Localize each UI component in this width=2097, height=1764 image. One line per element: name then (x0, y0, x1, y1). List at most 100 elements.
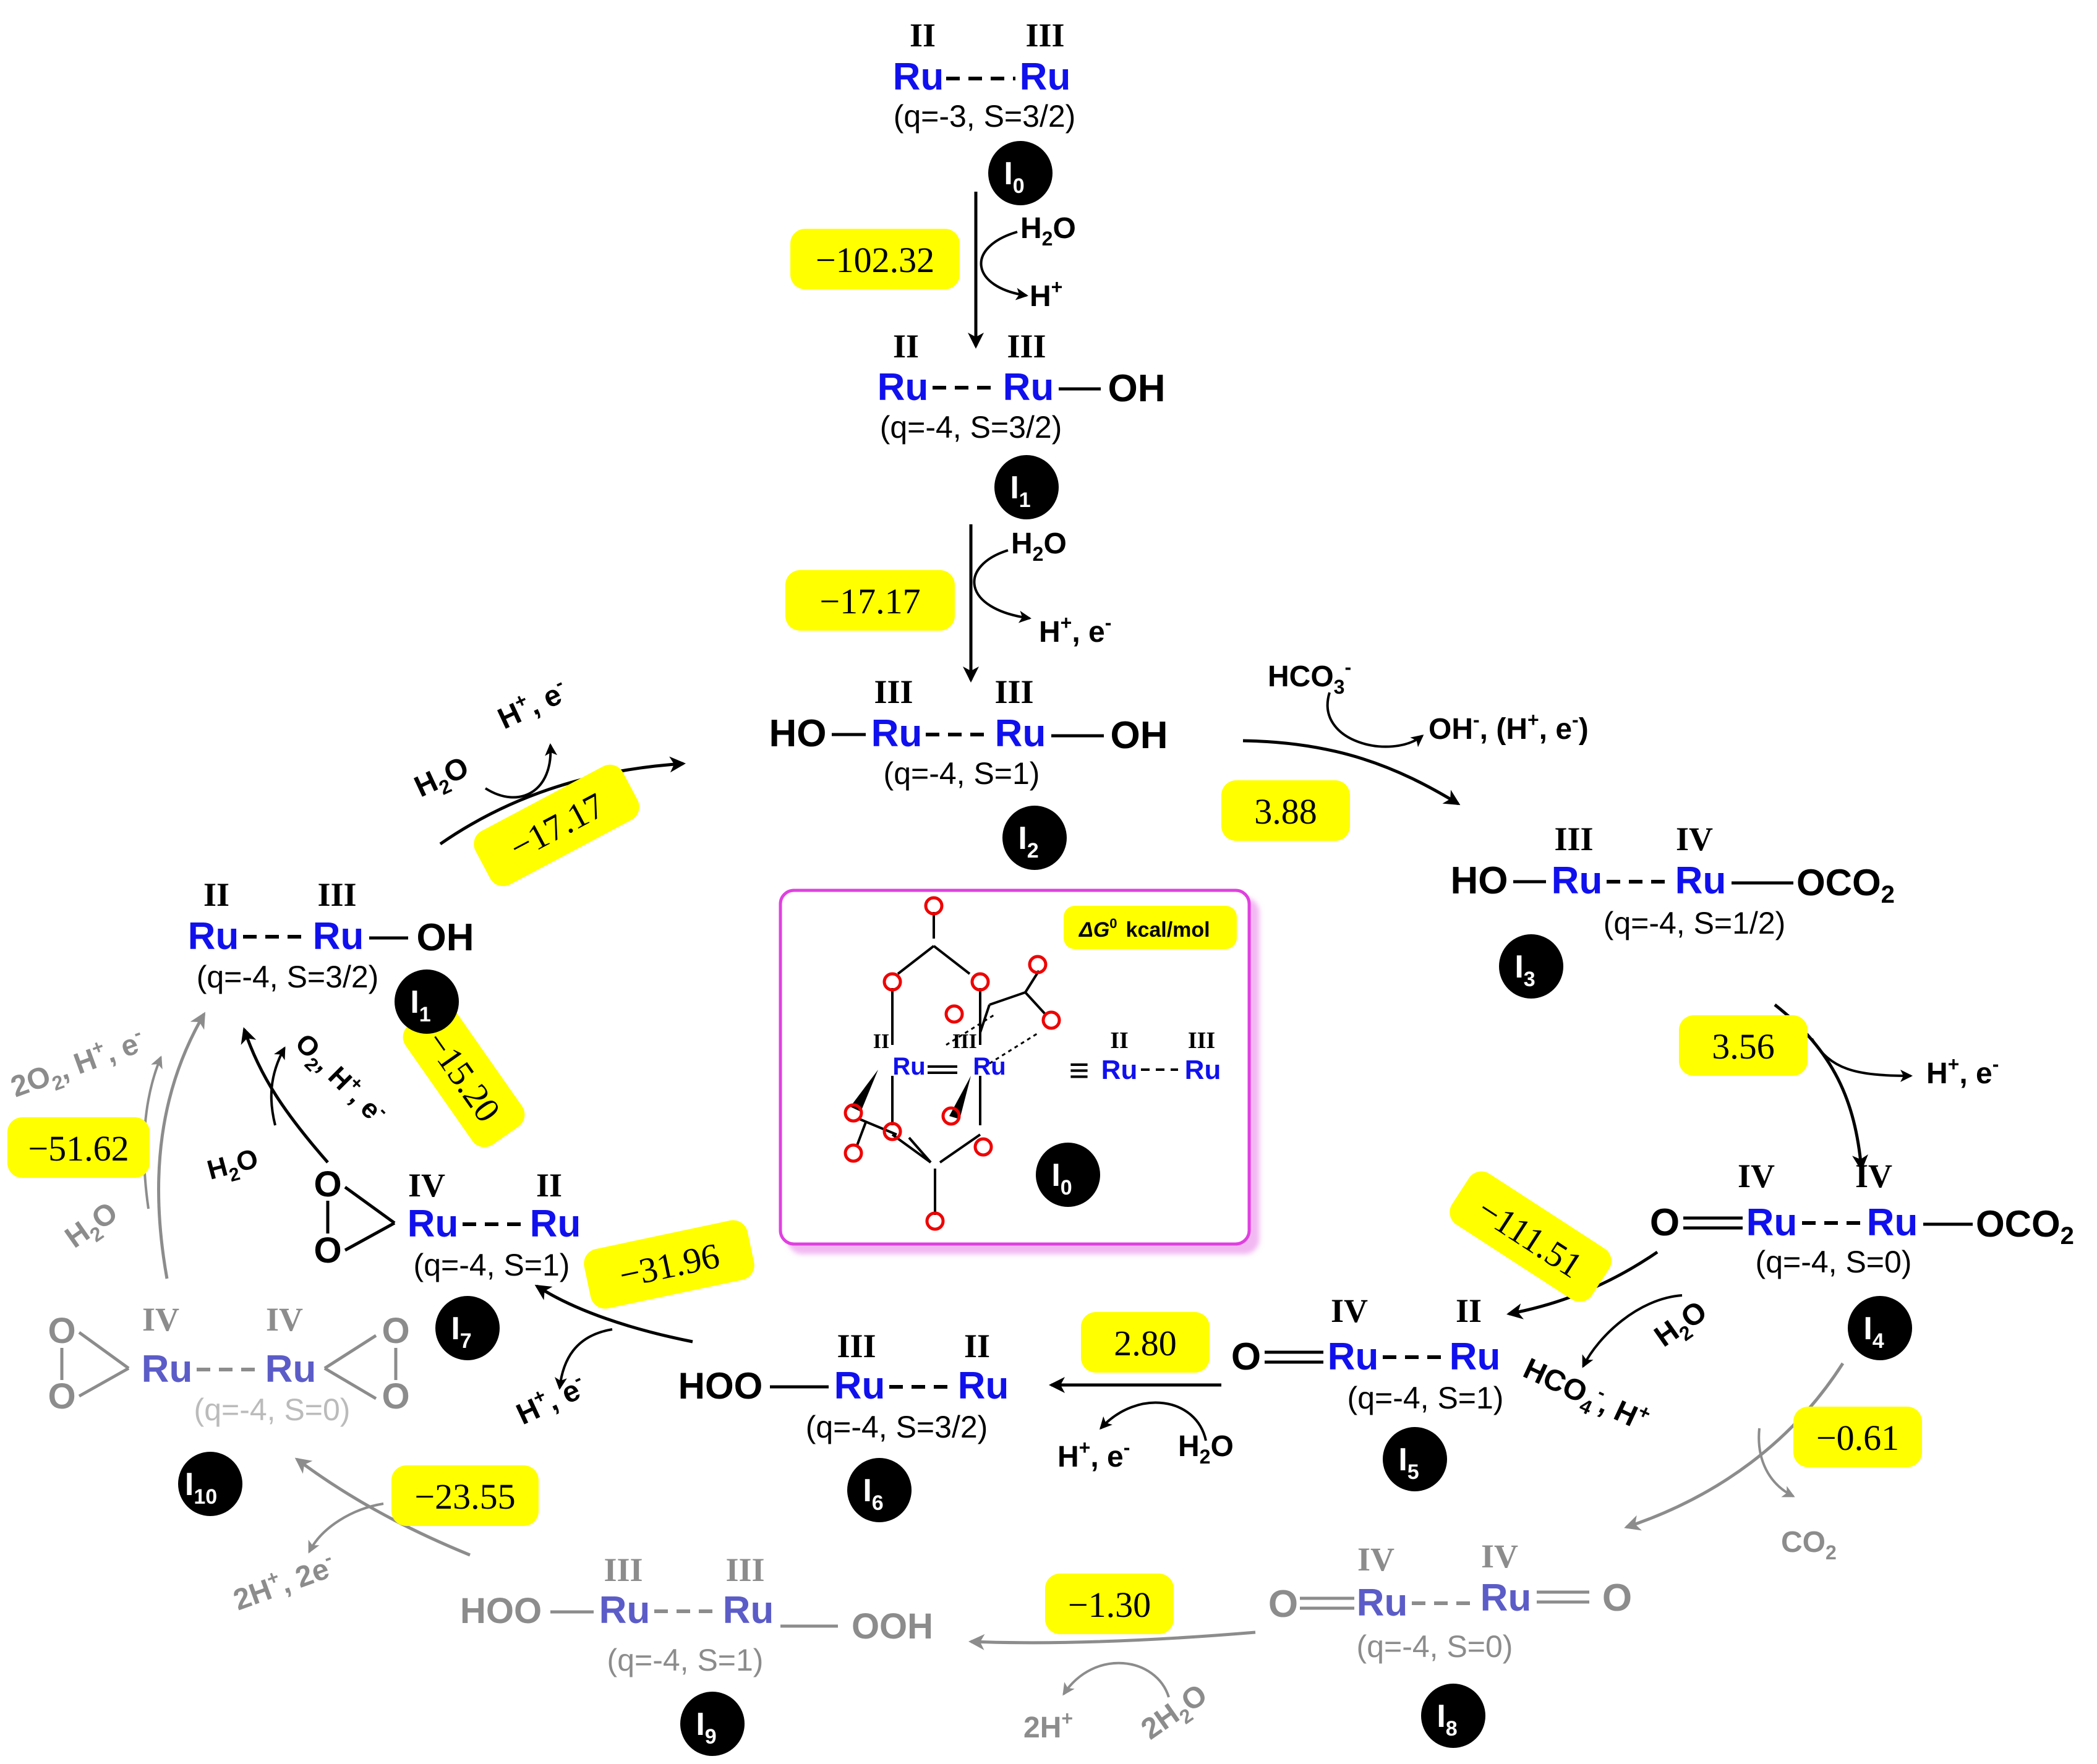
I10-ox-right: IV (266, 1301, 303, 1338)
energy-box-I8-I9 (1045, 1574, 1174, 1634)
cond-hco3: HCO3- (1268, 656, 1351, 698)
inset-rhs-ru-right: Ru (1185, 1055, 1221, 1085)
I7-o-ru-bond-bottom (344, 1221, 396, 1252)
I5-ox-right: II (1456, 1292, 1482, 1329)
cond-h-plus-e-I1b-I2: H+, e- (491, 671, 573, 736)
step-I0-I1: H2O H+ −102.32 (790, 192, 1076, 349)
I2-oh: OH (1111, 714, 1168, 757)
curl-I9-I10 (308, 1502, 384, 1554)
energy-box-I1-I2 (785, 570, 955, 631)
legend-box (1064, 906, 1237, 949)
I8-ox-left: IV (1357, 1541, 1394, 1578)
I0-charge: (q=-3, S=3/2) (894, 99, 1076, 134)
cond-h2o-I5-I6: H2O (1178, 1430, 1234, 1468)
I8-charge: (q=-4, S=0) (1357, 1629, 1513, 1664)
inset-frame (779, 888, 1251, 1246)
I9-badge (680, 1692, 745, 1756)
I4-ox-right: IV (1855, 1157, 1892, 1195)
curl-I3-I4 (1811, 1038, 1913, 1082)
cond-h-plus-e-I5-I6: H+, e- (1057, 1436, 1130, 1473)
cond-h2o-I1-I2: H2O (1011, 527, 1067, 565)
I4-badge (1848, 1296, 1912, 1360)
I10-ox-left: IV (142, 1301, 179, 1338)
inset-ru-right: Ru (973, 1053, 1006, 1080)
cond-h2o-I10-I1: H2O (59, 1196, 127, 1258)
I4-ru-right: Ru (1867, 1201, 1918, 1244)
I4-badge-label: I4 (1863, 1311, 1884, 1353)
species-I9: III III HOO Ru Ru OOH (q=-4, S=1) I9 (460, 1551, 933, 1756)
I1b-badge (395, 969, 459, 1034)
I10-oru-right-top (323, 1334, 377, 1370)
I6-ox-left: III (837, 1327, 876, 1365)
I6-badge-label: I6 (863, 1473, 883, 1515)
I9-ox-left: III (604, 1551, 643, 1588)
curl-I1-I2 (973, 549, 1031, 623)
I9-charge: (q=-4, S=1) (607, 1643, 764, 1677)
inset-ox-right: III (952, 1030, 977, 1053)
I5-badge (1383, 1427, 1447, 1491)
I5-badge-label: I5 (1398, 1442, 1419, 1484)
I10-oru-right-bottom (323, 1366, 377, 1400)
I0-badge-label: I0 (1004, 156, 1024, 198)
I1b-ru-left: Ru (188, 915, 239, 958)
I7-peroxo-o-top: O (314, 1164, 341, 1204)
step-I10-I1: H2O 2O2, H+, e- −51.62 (7, 1012, 206, 1279)
I9-ooh: OOH (852, 1606, 933, 1647)
arrow-I8-I9 (968, 1630, 1256, 1650)
I8-badge (1421, 1684, 1485, 1748)
species-I8: IV IV O Ru Ru O (q=-4, S=0) I8 (1268, 1538, 1632, 1748)
I3-ox-right: IV (1676, 820, 1713, 858)
I8-ox-right: IV (1481, 1538, 1518, 1575)
energy-box-I6-I7 (584, 1220, 754, 1309)
inset-ox-left: II (873, 1030, 889, 1053)
curl-I5-I6 (1099, 1401, 1207, 1441)
inset-rhs-ru-left: Ru (1101, 1055, 1138, 1085)
inset-equiv-sign: ≡ (1069, 1050, 1090, 1089)
I4-o: O (1650, 1201, 1680, 1244)
I1b-ox-right: III (317, 876, 356, 913)
I0-ox-right: III (1025, 17, 1064, 54)
energy-I3-I4: 3.56 (1712, 1026, 1775, 1067)
I0-ru-right: Ru (1020, 56, 1071, 98)
curl-I1b-I2 (484, 743, 558, 799)
I4-charge: (q=-4, S=0) (1756, 1245, 1912, 1279)
energy-I4-I8: −0.61 (1816, 1418, 1899, 1458)
I9-ru-left: Ru (599, 1589, 651, 1632)
species-I7: IV II O O Ru Ru (q=-4, S=1) I7 (314, 1164, 581, 1360)
I3-ho: HO (1451, 859, 1508, 902)
inset-rhs-ox-left: II (1110, 1028, 1129, 1054)
I1b-charge: (q=-4, S=3/2) (197, 960, 379, 994)
I10-oru-left-top (78, 1331, 130, 1370)
energy-I9-I10: −23.55 (414, 1476, 515, 1517)
I3-oco2: OCO2 (1796, 862, 1895, 908)
curl-I4-I8 (1757, 1428, 1795, 1498)
I5-charge: (q=-4, S=1) (1347, 1381, 1504, 1415)
I1-ru-right: Ru (1003, 366, 1054, 409)
cond-h2o-I4-I5: H2O (1649, 1295, 1716, 1357)
energy-box-I10-I1 (7, 1117, 150, 1178)
arrow-I4-I8 (1624, 1362, 1845, 1531)
step-I7-I1: H2O O2, H+, e- −15.20 (204, 1004, 525, 1186)
cond-2h-2e: 2H+, 2e- (228, 1546, 340, 1617)
I4-ox-left: IV (1738, 1157, 1775, 1195)
step-I5-I6: H2O H+, e- 2.80 (1049, 1312, 1234, 1473)
I4-oco2: OCO2 (1976, 1203, 2074, 1250)
I9-hoo: HOO (460, 1591, 542, 1631)
cond-h2o-I1b-I2: H2O (409, 751, 476, 808)
arrow-I7-I1 (241, 1027, 329, 1164)
I5-o: O (1231, 1336, 1261, 1378)
species-I3: III IV HO Ru Ru OCO2 (q=-4, S=1/2) I3 (1451, 820, 1895, 999)
arrow-I2-I3 (1242, 739, 1461, 806)
inset-dashed-bonds (946, 1013, 1040, 1065)
I8-ru-left: Ru (1357, 1582, 1408, 1624)
I6-ox-right: II (964, 1327, 990, 1365)
curl-I4-I5 (1582, 1294, 1683, 1368)
energy-box-I3-I4 (1679, 1015, 1808, 1076)
I10-o-left-top: O (48, 1311, 75, 1351)
curl-I8-I9 (1062, 1661, 1170, 1698)
energy-box-I1b-I2 (474, 764, 639, 887)
I0-ru-left: Ru (893, 56, 944, 98)
I1b-badge-label: I1 (410, 984, 430, 1026)
